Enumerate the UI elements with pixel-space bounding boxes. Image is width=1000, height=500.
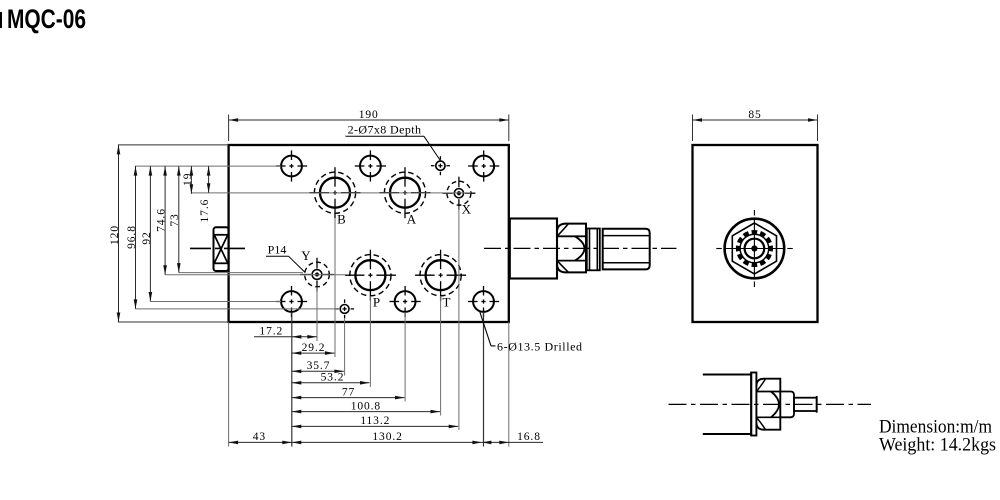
svg-text:B: B	[337, 212, 346, 227]
svg-text:85: 85	[748, 109, 761, 121]
svg-text:100.8: 100.8	[351, 400, 381, 412]
svg-text:19: 19	[182, 173, 194, 186]
svg-text:MQC-06: MQC-06	[7, 4, 86, 34]
svg-text:43: 43	[253, 431, 266, 443]
svg-text:190: 190	[359, 109, 379, 121]
svg-text:X: X	[462, 202, 472, 217]
svg-text:92: 92	[141, 231, 153, 244]
svg-text:2-Ø7x8 Depth: 2-Ø7x8 Depth	[348, 123, 422, 137]
svg-text:Dimension:m/m: Dimension:m/m	[879, 417, 992, 438]
svg-text:130.2: 130.2	[372, 431, 402, 443]
svg-text:6-Ø13.5 Drilled: 6-Ø13.5 Drilled	[497, 340, 583, 354]
svg-text:74.6: 74.6	[156, 208, 168, 232]
svg-text:77: 77	[342, 386, 355, 398]
svg-text:P14: P14	[268, 243, 287, 257]
svg-text:73: 73	[169, 213, 181, 226]
svg-text:Weight: 14.2kgs: Weight: 14.2kgs	[879, 435, 996, 456]
svg-text:35.7: 35.7	[307, 360, 331, 372]
svg-text:17.6: 17.6	[199, 199, 211, 223]
svg-text:Y: Y	[301, 248, 311, 263]
svg-text:T: T	[443, 295, 451, 310]
svg-text:16.8: 16.8	[517, 431, 541, 443]
svg-text:113.2: 113.2	[360, 415, 390, 427]
svg-text:29.2: 29.2	[302, 342, 326, 354]
svg-text:P: P	[373, 295, 380, 310]
svg-text:96.8: 96.8	[126, 225, 138, 249]
svg-text:120: 120	[109, 225, 121, 245]
svg-text:53.2: 53.2	[321, 372, 345, 384]
svg-text:A: A	[407, 212, 417, 227]
svg-text:17.2: 17.2	[259, 326, 283, 338]
